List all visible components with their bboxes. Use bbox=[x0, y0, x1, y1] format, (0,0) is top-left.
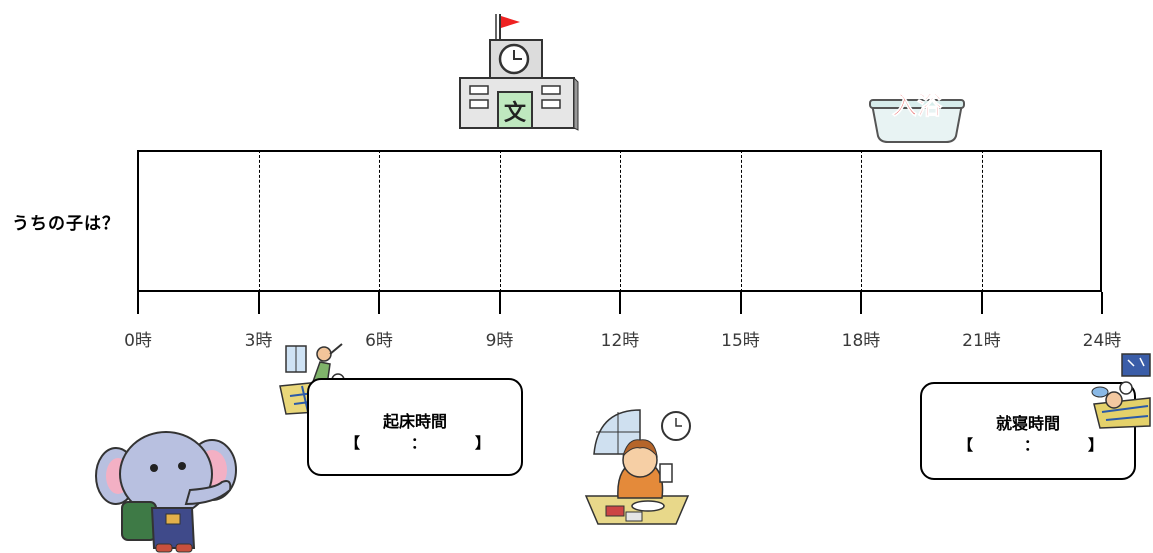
row-label: うちの子は？ bbox=[12, 214, 120, 234]
hour-label: 18時 bbox=[841, 331, 881, 351]
hour-gridline bbox=[379, 150, 380, 292]
hour-label: 3時 bbox=[244, 331, 273, 351]
sleep-colon: ： bbox=[1024, 436, 1040, 454]
hour-gridline bbox=[740, 150, 742, 292]
hour-label: 15時 bbox=[721, 331, 760, 351]
hour-gridline bbox=[620, 150, 621, 292]
wake-time-box: 起床時間 【 ： 】 bbox=[307, 378, 523, 476]
hour-tick bbox=[378, 292, 380, 314]
hour-tick bbox=[739, 292, 742, 314]
hour-tick bbox=[257, 292, 260, 314]
hour-gridline bbox=[499, 150, 501, 292]
hour-tick bbox=[498, 292, 501, 314]
hour-label: 21時 bbox=[962, 331, 1001, 351]
sleep-open-bracket: 【 bbox=[958, 436, 974, 454]
hour-tick bbox=[619, 292, 621, 314]
sleep-time-box: 就寝時間 【 ： 】 bbox=[920, 382, 1136, 480]
hour-label: 0時 bbox=[124, 331, 152, 351]
hour-tick bbox=[137, 292, 139, 314]
hour-tick bbox=[1101, 292, 1103, 314]
timeline-box bbox=[137, 150, 1102, 292]
hour-label: 6時 bbox=[365, 331, 393, 351]
hour-gridline bbox=[861, 150, 862, 292]
hour-label: 9時 bbox=[485, 331, 514, 351]
sleeping-child-icon bbox=[1091, 353, 1151, 429]
hour-gridline bbox=[258, 150, 260, 292]
hour-gridline bbox=[981, 150, 983, 292]
bath-label: 入浴 bbox=[892, 91, 943, 120]
wake-open-bracket: 【 bbox=[345, 434, 361, 452]
breakfast-child-icon bbox=[584, 409, 691, 525]
sleep-time-title: 就寝時間 bbox=[995, 414, 1060, 433]
wake-colon: ： bbox=[411, 434, 427, 452]
hour-tick bbox=[980, 292, 983, 314]
hour-tick bbox=[860, 292, 862, 314]
wake-close-bracket: 】 bbox=[475, 434, 491, 452]
bathtub-icon: 入浴 bbox=[869, 91, 965, 143]
school-building-icon: 文 bbox=[459, 14, 579, 131]
school-sign: 文 bbox=[504, 100, 527, 126]
sleep-close-bracket: 】 bbox=[1088, 436, 1104, 454]
wake-time-title: 起床時間 bbox=[382, 412, 447, 431]
elephant-student-icon bbox=[95, 431, 237, 553]
hour-label: 12時 bbox=[600, 331, 640, 351]
hour-label: 24時 bbox=[1082, 331, 1122, 351]
